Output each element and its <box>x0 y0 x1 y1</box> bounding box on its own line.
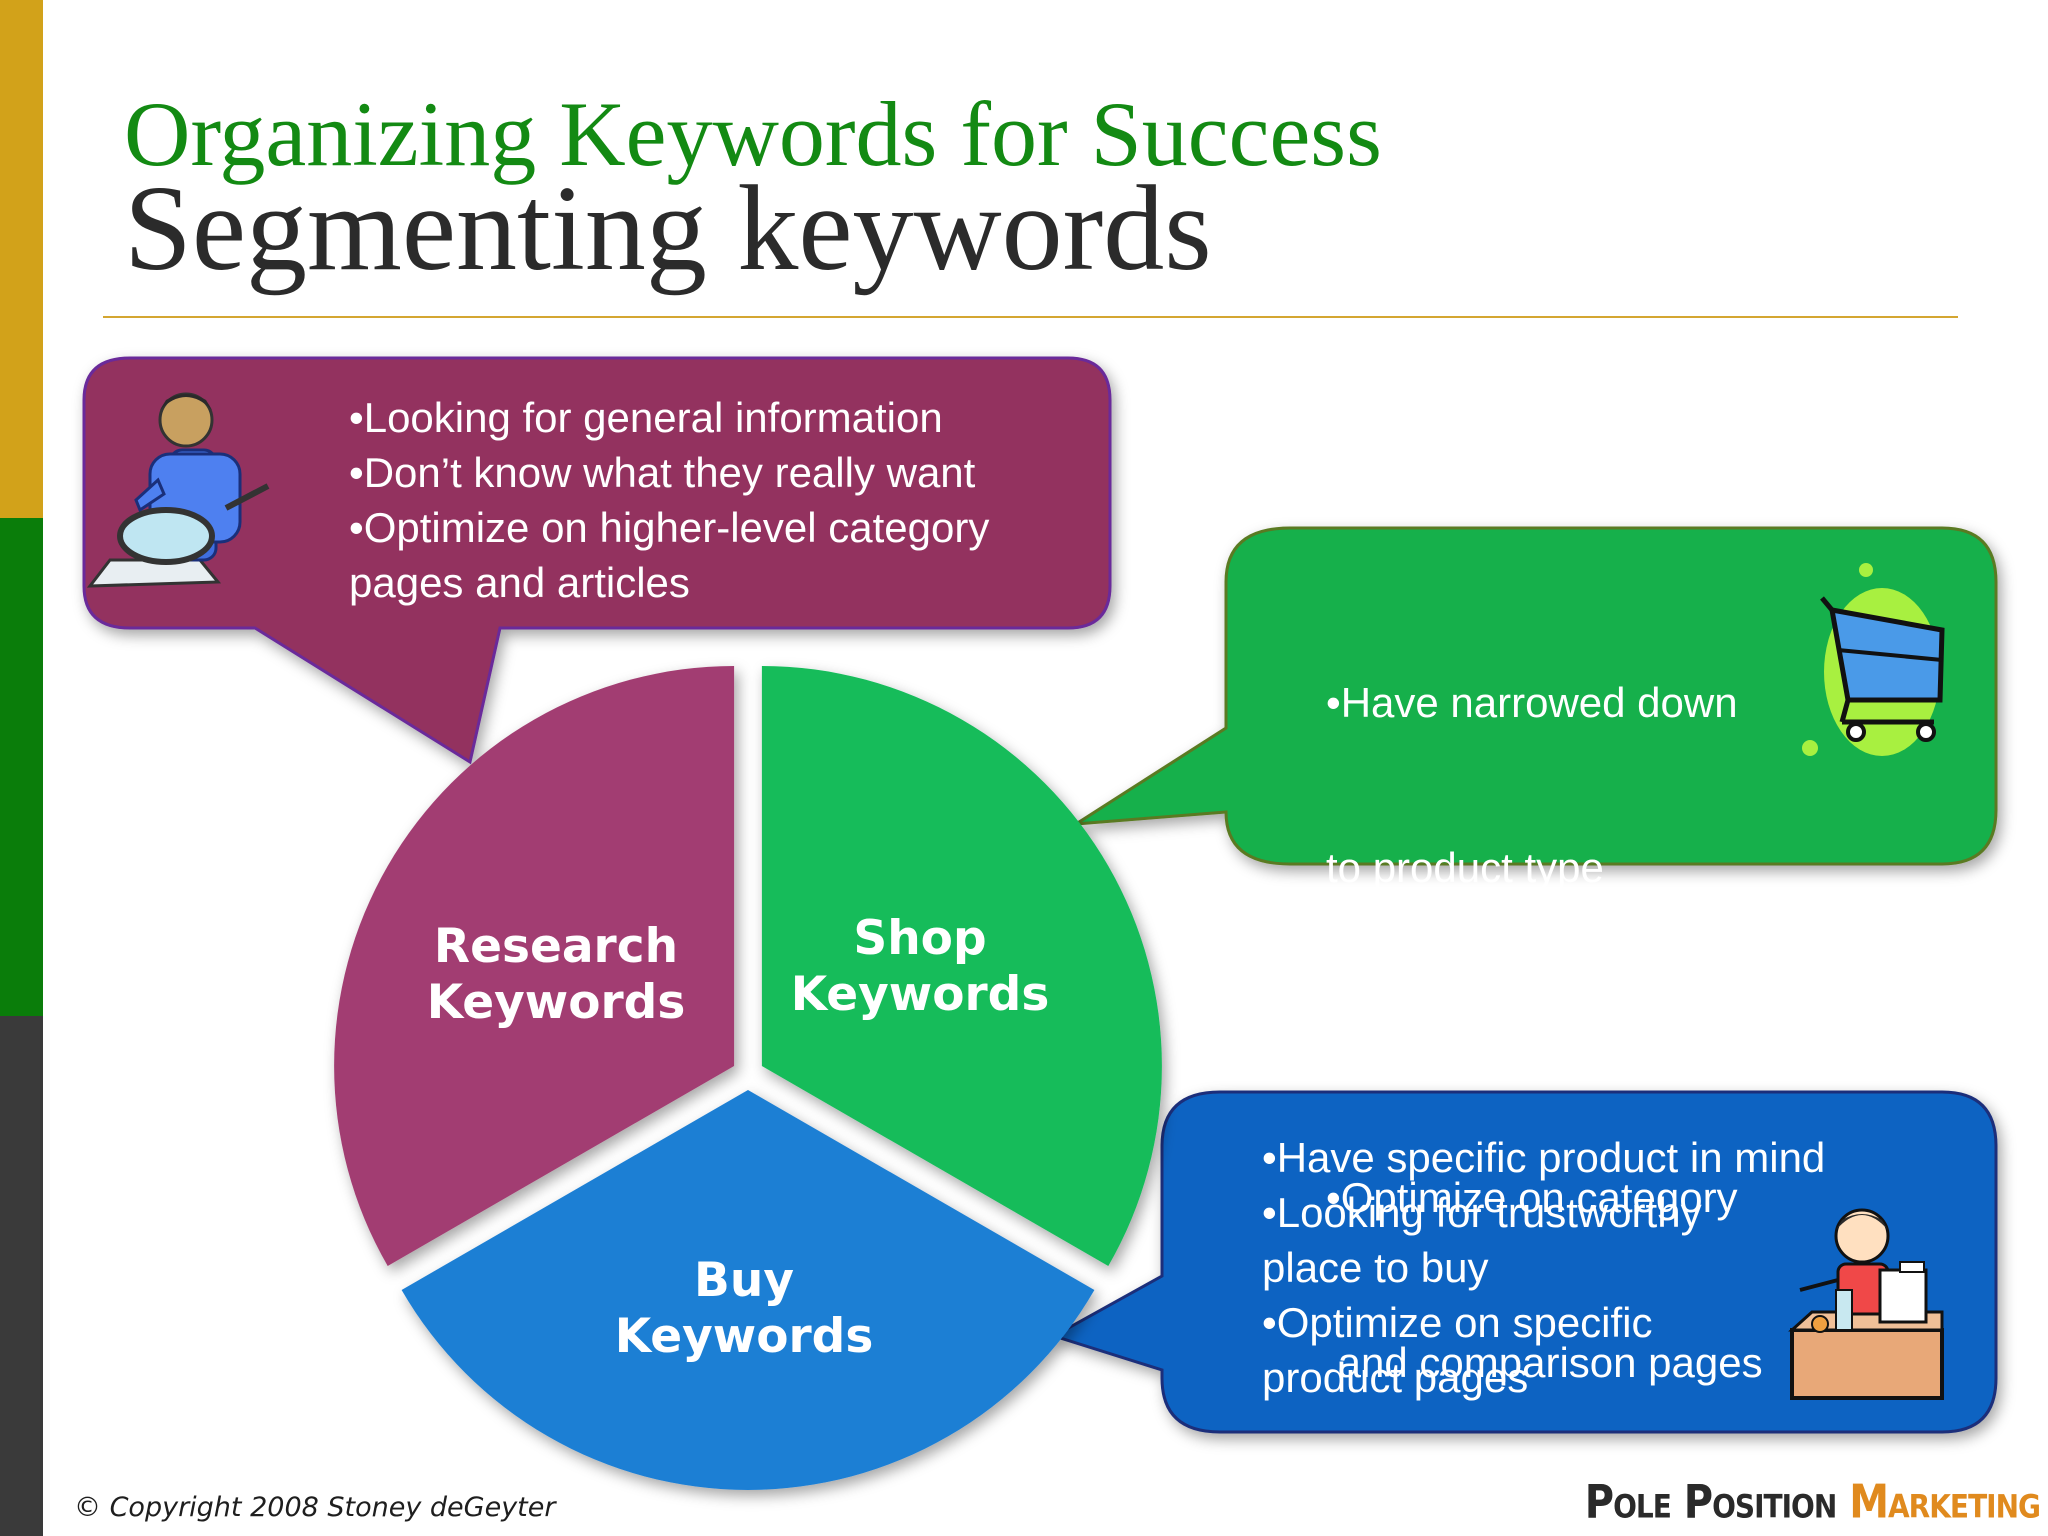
shop-counter-clerk-icon <box>1788 1208 1944 1400</box>
buy-bullet: product pages <box>1262 1354 1529 1401</box>
research-callout-text: •Looking for general information •Don’t … <box>349 390 1109 610</box>
sidebar-gold-band <box>0 0 43 518</box>
buy-bullet: place to buy <box>1262 1244 1489 1291</box>
buy-segment-label: Buy <box>694 1253 794 1308</box>
buy-callout-bubble <box>1050 1090 1998 1434</box>
research-keywords-segment <box>334 666 735 1266</box>
logo-text-accent: Marketing <box>1849 1476 2041 1529</box>
buy-segment-label-line2: Keywords <box>615 1309 874 1364</box>
research-segment-label-line2: Keywords <box>427 975 686 1030</box>
buy-callout-text: •Have specific product in mind •Looking … <box>1262 1130 1912 1405</box>
research-bullet: •Don’t know what they really want <box>349 449 976 496</box>
shop-bullet: and comparison pages <box>1326 1339 1763 1386</box>
buy-keywords-segment <box>401 1090 1095 1490</box>
shop-bullet: •Have narrowed down <box>1326 679 1738 726</box>
shop-bullet: •Optimize on category <box>1326 1174 1738 1221</box>
research-bullet: pages and articles <box>349 559 690 606</box>
research-segment-label: Research <box>434 919 678 974</box>
shopping-cart-icon <box>1802 563 1945 756</box>
sidebar-gray-band <box>0 1016 43 1536</box>
research-bullet: •Looking for general information <box>349 394 943 441</box>
man-with-magnifying-glass-icon <box>86 392 270 588</box>
buy-bullet: •Optimize on specific <box>1262 1299 1653 1346</box>
shop-bullet: to product type <box>1326 844 1604 891</box>
slide-title: Segmenting keywords <box>124 161 1212 296</box>
shop-segment-label-line2: Keywords <box>791 967 1050 1022</box>
logo-text-dark: Pole Position <box>1584 1476 1850 1529</box>
shop-callout-text: •Have narrowed down to product type •Com… <box>1326 565 1846 1500</box>
buy-bullet: •Looking for trustworthy <box>1262 1189 1702 1236</box>
title-divider <box>103 316 1958 318</box>
slide-supertitle: Organizing Keywords for Success <box>124 83 1382 185</box>
sidebar-green-band <box>0 518 43 1016</box>
research-callout-bubble <box>82 356 1112 765</box>
research-bullet: •Optimize on higher-level category <box>349 504 990 551</box>
shop-bullet: •Comparing features <box>1326 1009 1710 1056</box>
shop-segment-label: Shop <box>853 911 986 966</box>
shop-keywords-segment <box>761 666 1162 1266</box>
copyright-notice: © Copyright 2008 Stoney deGeyter <box>74 1492 556 1523</box>
shop-callout-bubble <box>1075 526 1998 866</box>
company-logo: Pole Position Marketing <box>1584 1476 2041 1529</box>
buy-bullet: •Have specific product in mind <box>1262 1134 1826 1181</box>
